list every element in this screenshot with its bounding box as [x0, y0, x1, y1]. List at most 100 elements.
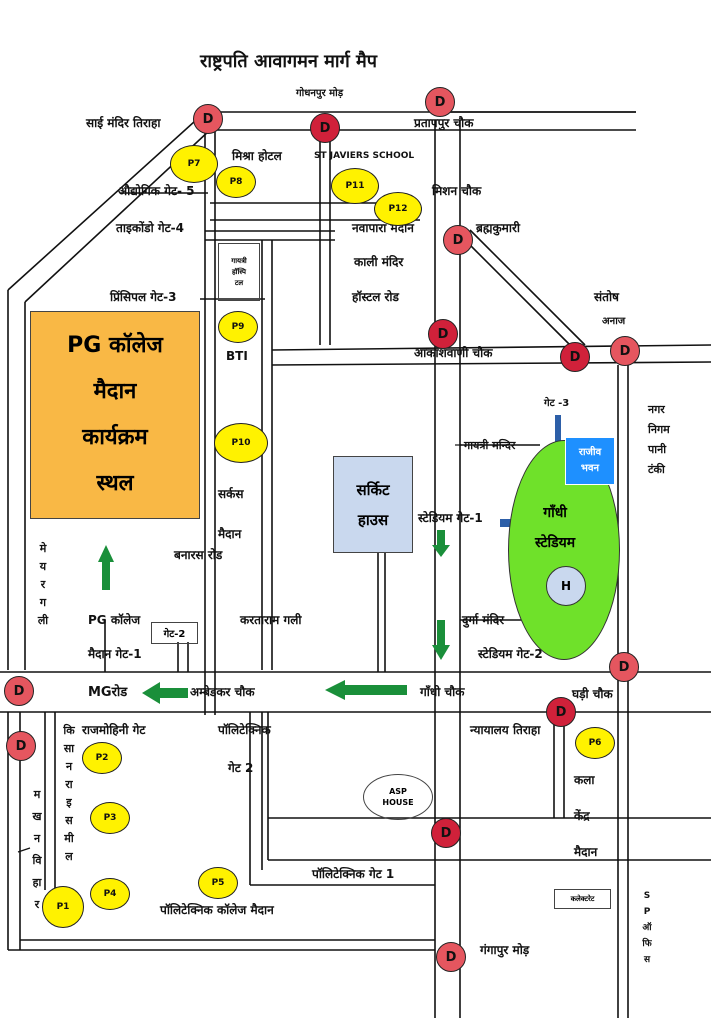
label-pg-college-gate: PG कॉलेज [88, 613, 141, 627]
label-banaras-road: बनारस रोड [174, 548, 223, 562]
label-polytechnic-maidan: पॉलिटेक्निक कॉलेज मैदान [160, 903, 274, 917]
pg-college-venue-box: PG कॉलेज मैदान कार्यक्रम स्थल [30, 311, 200, 519]
kisan-6: स [65, 814, 73, 827]
route-marker-akashvani: D [428, 319, 458, 349]
collectorate-box: कलेक्टरेट [554, 889, 611, 909]
gate2-box: गेट-2 [151, 622, 198, 644]
meyarmali-1: मे [39, 542, 47, 555]
label-nyayalaya-tiraha: न्यायालय तिराहा [470, 723, 541, 737]
stadium-line-2: स्टेडियम [535, 535, 576, 551]
meyarmali-5: ली [37, 614, 49, 627]
sp-1: S [643, 891, 651, 901]
stadium-line-1: गाँधी [543, 505, 567, 521]
label-taikondo-gate: ताइकोंडो गेट-4 [116, 221, 185, 235]
label-kartaram-gali: करताराम गली [240, 613, 302, 627]
route-marker-st-javiers: D [310, 113, 340, 143]
kisan-7: मी [64, 832, 74, 845]
label-polytechnic-gate1: पॉलिटेक्निक गेट 1 [312, 867, 395, 881]
label-gangapur-mod: गंगापुर मोड़ [480, 943, 530, 957]
label-godhanpur: गोधनपुर मोड़ [296, 88, 344, 99]
arrow-left-gandhi [325, 680, 407, 700]
parking-marker-p7: P7 [170, 145, 218, 183]
sp-2: P [643, 907, 651, 917]
route-marker-ghadi-chowk: D [609, 652, 639, 682]
label-st-javiers: ST JAVIERS SCHOOL [314, 151, 415, 161]
kisan-3: न [65, 760, 73, 773]
road-diagonal-outer [7, 111, 206, 291]
label-pratappur: प्रतापपुर चौक [414, 116, 474, 130]
parking-marker-p6: P6 [575, 727, 615, 759]
label-durga-mandir: दुर्गा मंदिर [462, 613, 504, 627]
route-marker-left-lower: D [6, 731, 36, 761]
asp-line-2: HOUSE [382, 798, 414, 807]
label-sp-office: S P ऑ फि स [640, 888, 654, 968]
arrow-up-pg-gate [98, 545, 114, 590]
label-stadium-gate2: स्टेडियम गेट-2 [478, 647, 543, 661]
asp-line-1: ASP [389, 787, 407, 796]
hospital-line-1: गायत्री [231, 256, 247, 265]
asp-house: ASP HOUSE [363, 774, 433, 820]
makhan-5: हा [32, 876, 42, 889]
route-marker-godhanpur: D [425, 87, 455, 117]
label-circus-maidan: सर्कस मैदान [218, 474, 243, 554]
venue-line-3: कार्यक्रम [82, 425, 148, 450]
circus-line-2: मैदान [218, 527, 242, 541]
route-marker-gangapur: D [436, 942, 466, 972]
label-akashvani: आकाशवाणी चौक [414, 346, 493, 360]
route-marker-brahmakumari: D [443, 225, 473, 255]
label-kali-mandir: काली मंदिर [354, 255, 404, 269]
kala-line-3: मैदान [574, 845, 598, 859]
parking-marker-p10: P10 [214, 423, 268, 463]
rajiv-line-1: राजीव [578, 447, 602, 458]
kisan-8: ल [65, 850, 73, 863]
nagar-nigam-line-3: पानी [648, 443, 667, 456]
label-polytechnic: पॉलिटेक्निक [218, 723, 271, 737]
parking-marker-p9: P9 [218, 311, 258, 343]
label-ambedkar-chowk: अम्बेडकर चौक [190, 685, 255, 699]
meyarmali-3: र [40, 578, 46, 591]
label-gate-3: गेट -3 [544, 398, 570, 409]
parking-marker-p2: P2 [82, 742, 122, 774]
rajiv-line-2: भवन [580, 463, 600, 474]
kala-line-1: कला [574, 773, 595, 787]
label-gandhi-chowk: गाँधी चौक [420, 685, 465, 699]
meyarmali-4: ग [39, 596, 47, 609]
label-makhan-vihar: म ख न वि हा र [30, 784, 44, 916]
map-title: राष्ट्रपति आवागमन मार्ग मैप [200, 51, 377, 72]
label-meyarmali: मे य र ग ली [36, 540, 50, 630]
circuit-house-line-1: सर्किट [356, 480, 390, 499]
label-bti: BTI [226, 349, 248, 363]
circuit-house-box: सर्किट हाउस [333, 456, 413, 553]
label-mishra-hotel: मिश्रा होटल [232, 149, 282, 163]
parking-marker-p8: P8 [216, 166, 256, 198]
route-marker-sai-mandir: D [193, 104, 223, 134]
gayatri-hospital-box: गायत्री हॉस्पि टल [218, 243, 260, 301]
route-marker-asp: D [431, 818, 461, 848]
route-marker-nyayalaya: D [546, 697, 576, 727]
arrow-down-2 [432, 620, 450, 660]
label-rajmohini-gate: राजमोहिनी गेट [82, 723, 146, 737]
makhan-3: न [33, 832, 41, 845]
parking-marker-p3: P3 [90, 802, 130, 834]
sp-4: फि [642, 939, 652, 949]
kisan-1: कि [63, 724, 75, 737]
sp-5: स [643, 955, 651, 965]
makhan-6: र [34, 898, 40, 911]
label-polytechnic-gate2: गेट 2 [228, 761, 254, 775]
venue-line-1: PG कॉलेज [67, 333, 163, 358]
makhan-1: म [33, 788, 41, 801]
label-ghadi-chowk: घड़ी चौक [572, 687, 613, 701]
route-marker-santosh: D [610, 336, 640, 366]
circus-line-1: सर्कस [218, 487, 244, 501]
circuit-house-line-2: हाउस [357, 510, 389, 529]
label-mission-chowk: मिशन चौक [432, 184, 482, 198]
nagar-nigam-line-1: नगर [648, 403, 665, 416]
label-audyogik-gate: औद्योगिक गेट- 5 [118, 184, 195, 198]
kala-line-2: केंद्र [574, 809, 590, 823]
route-marker-stadium-corner: D [560, 342, 590, 372]
nagar-nigam-line-2: निगम [648, 423, 670, 436]
kisan-4: रा [65, 778, 73, 791]
hospital-line-3: टल [234, 278, 244, 287]
